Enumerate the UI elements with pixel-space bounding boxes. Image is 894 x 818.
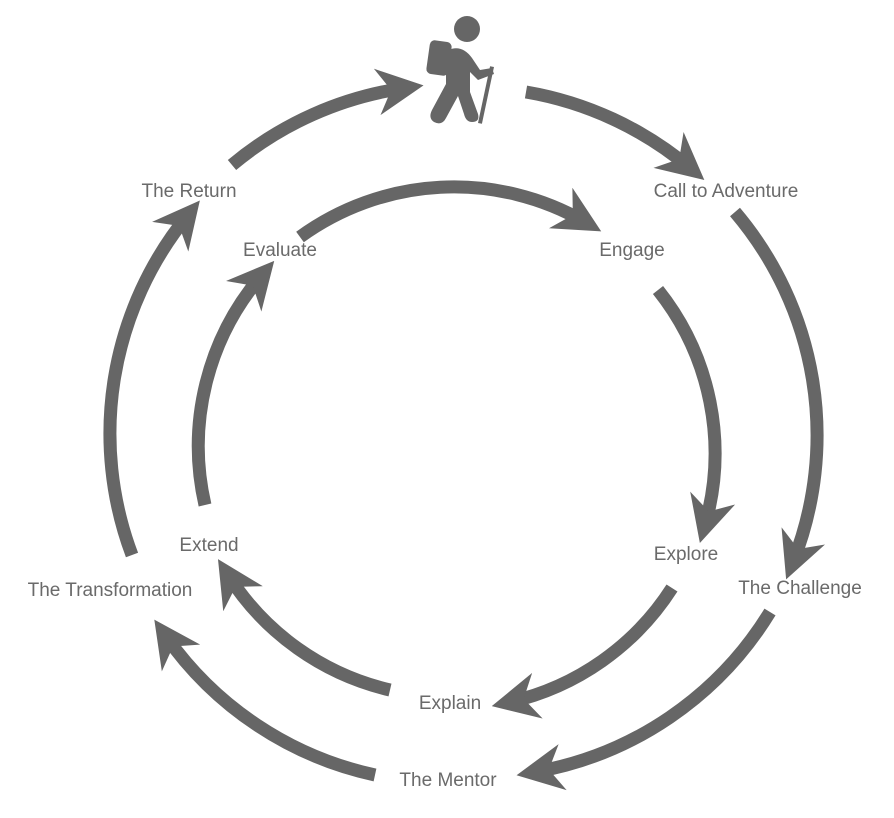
label-call-to-adventure: Call to Adventure <box>653 181 799 202</box>
arrow-explore-to-explain <box>491 584 678 719</box>
label-evaluate: Evaluate <box>243 240 317 261</box>
label-the-mentor: The Mentor <box>399 770 497 791</box>
arrow-mentor-to-transformation <box>154 619 377 782</box>
label-the-challenge: The Challenge <box>738 578 862 599</box>
arrow-hiker-to-call <box>524 85 705 181</box>
arrow-explain-to-extend <box>217 559 392 697</box>
arrow-return-to-hiker <box>227 68 424 170</box>
hiker-icon <box>426 16 494 124</box>
label-the-return: The Return <box>141 181 237 202</box>
arrow-extend-to-evaluate <box>191 260 275 507</box>
arrow-transformation-to-return <box>103 200 200 558</box>
arrow-challenge-to-mentor <box>516 608 776 791</box>
label-explore: Explore <box>653 544 719 565</box>
arrow-evaluate-to-engage <box>296 180 602 243</box>
arrow-engage-to-explore <box>652 285 736 544</box>
label-engage: Engage <box>599 240 665 261</box>
label-the-transformation: The Transformation <box>27 580 193 601</box>
label-extend: Extend <box>179 535 239 556</box>
label-explain: Explain <box>418 693 482 714</box>
arrow-call-to-challenge <box>730 207 826 580</box>
